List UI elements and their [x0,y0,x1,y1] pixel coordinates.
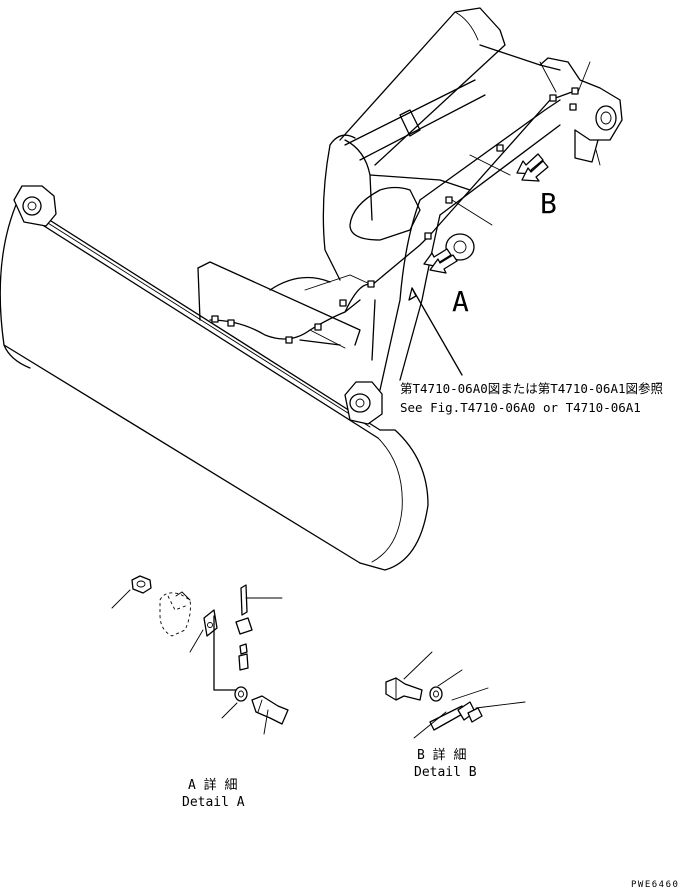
view-arrow-b [516,153,549,182]
reference-note-english: See Fig.T4710-06A0 or T4710-06A1 [400,400,641,415]
wiring-harness [209,61,601,346]
blade-frame [197,7,623,391]
reference-leader [408,287,463,376]
view-a-label: A [452,285,469,318]
drawing-code: PWE6460 [631,880,679,890]
detail-b-title-japanese: B 詳 細 [417,747,466,763]
view-b-label: B [540,187,557,220]
detail-b-title-english: Detail B [414,765,477,780]
view-arrow-a [423,248,458,274]
detail-a-title-english: Detail A [182,795,245,810]
dozer-blade [0,185,429,571]
detail-a-drawing [111,575,289,735]
detail-b-drawing [385,651,526,739]
detail-a-title-japanese: A 詳 細 [188,777,237,793]
reference-note-japanese: 第T4710-06A0図または第T4710-06A1図参照 [400,381,663,396]
